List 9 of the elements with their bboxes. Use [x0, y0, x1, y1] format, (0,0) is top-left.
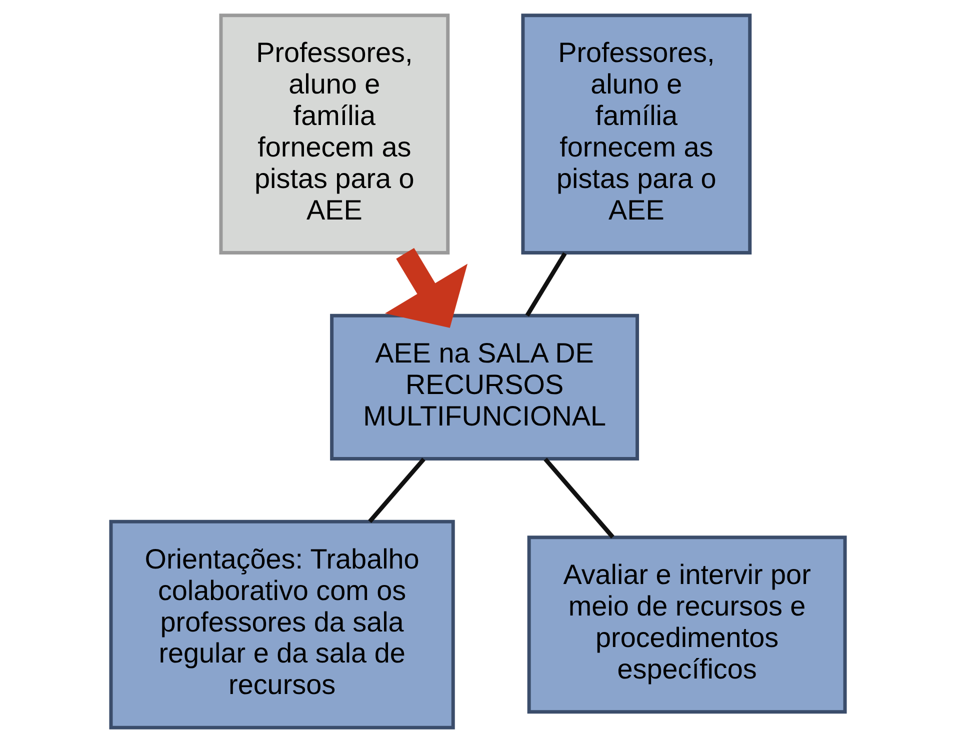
node-box: Professores, aluno e família fornecem as pistas para o AEE	[219, 14, 450, 255]
node-box: Orientações: Trabalho colaborativo com os professores da sala regular e da sala de recursos	[109, 520, 455, 730]
node-box: Avaliar e intervir por meio de recursos e procedimentos específicos	[527, 536, 847, 714]
connector	[368, 458, 426, 524]
arrow	[384, 248, 468, 328]
connector	[525, 252, 567, 317]
node-box: AEE na SALA DE RECURSOS MULTIFUNCIONAL	[330, 314, 640, 461]
node-box: Professores, aluno e família fornecem as pistas para o AEE	[521, 14, 752, 255]
connector	[544, 458, 614, 538]
